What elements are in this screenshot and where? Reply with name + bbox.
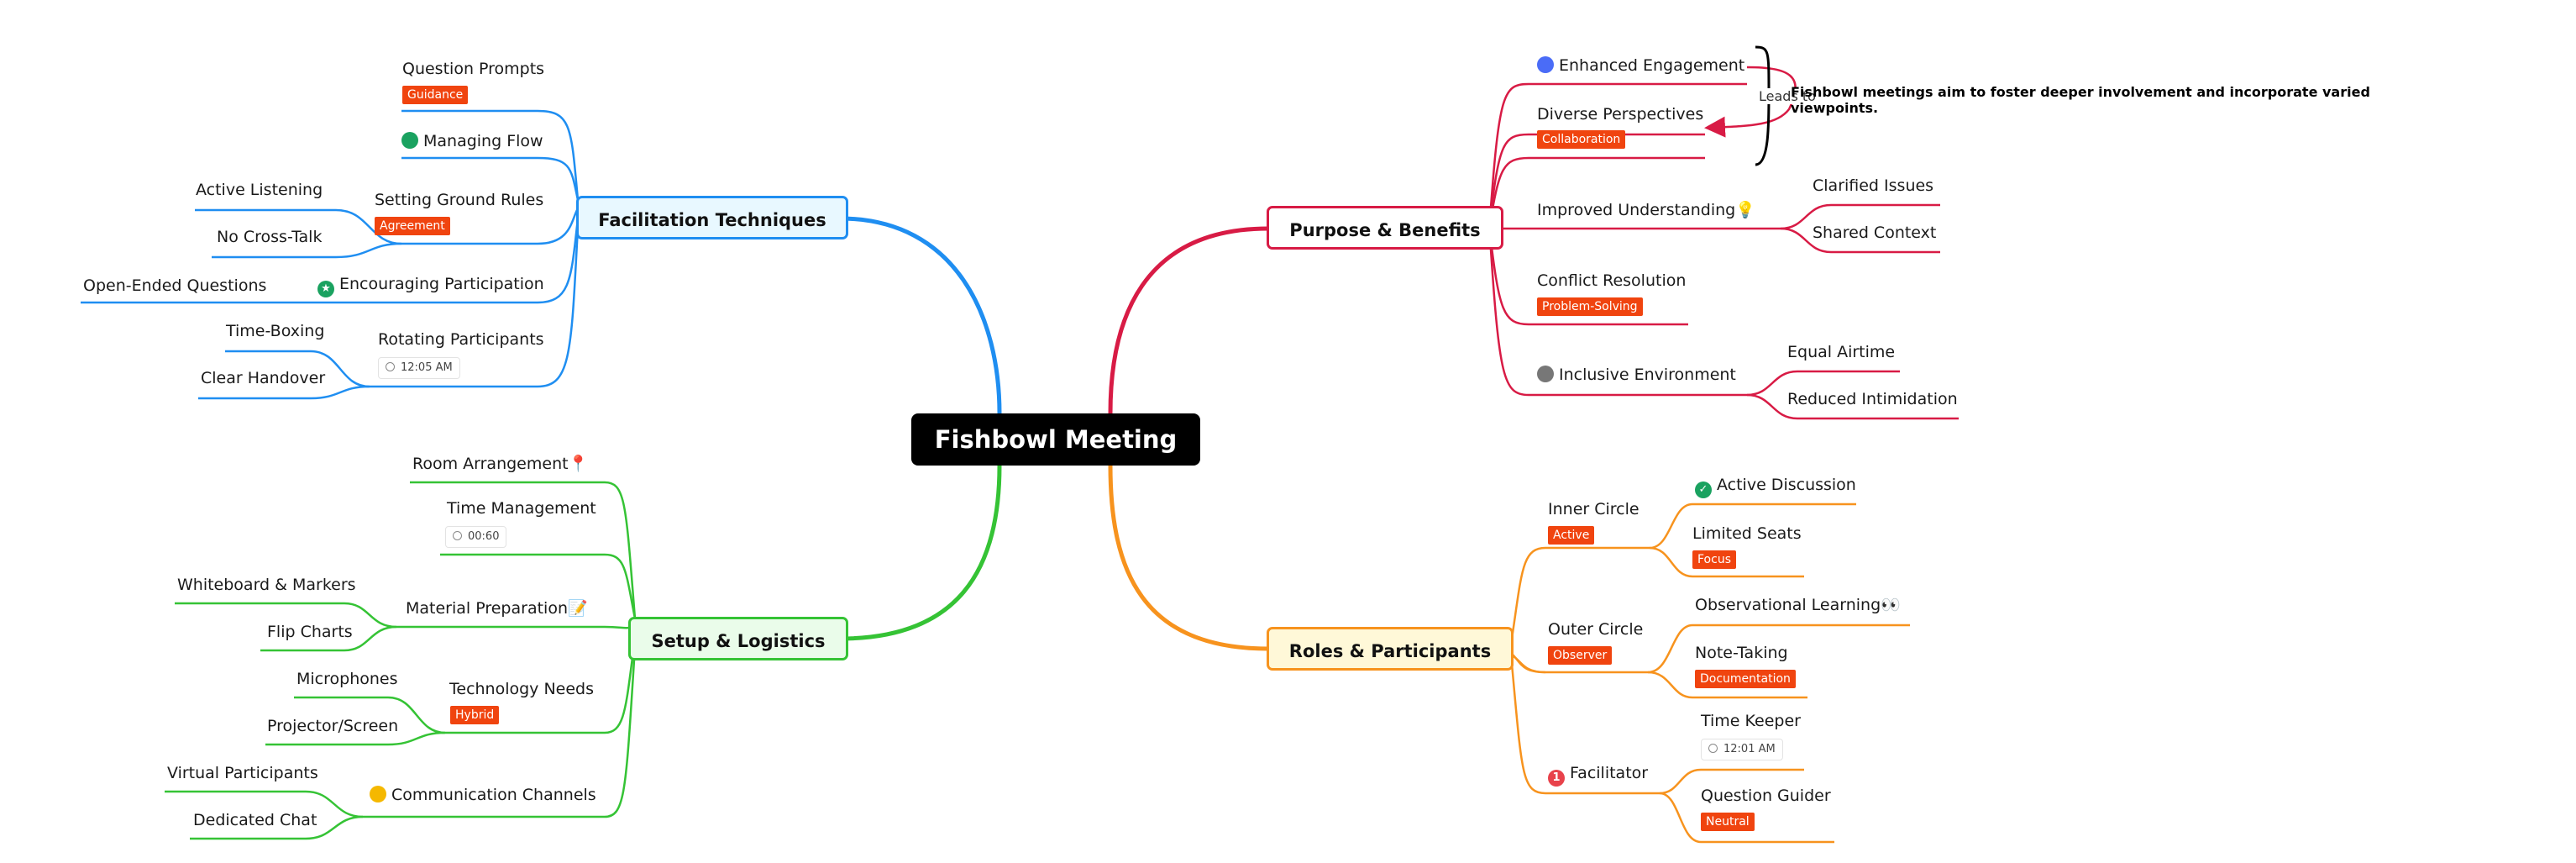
- root-node[interactable]: Fishbowl Meeting: [911, 413, 1200, 466]
- person-icon: [1537, 366, 1554, 382]
- node-diverse-perspectives[interactable]: Diverse Perspectives: [1537, 105, 1704, 124]
- branch-setup-logistics[interactable]: Setup & Logistics: [628, 617, 848, 660]
- node-encouraging-participation-label: Encouraging Participation: [339, 275, 544, 293]
- node-room-arrangement[interactable]: Room Arrangement📍: [412, 455, 589, 473]
- node-encouraging-participation[interactable]: ★ Encouraging Participation: [317, 275, 544, 297]
- node-reduced-intimidation[interactable]: Reduced Intimidation: [1787, 390, 1958, 408]
- tag-agreement: Agreement: [375, 217, 450, 235]
- node-question-prompts[interactable]: Question Prompts: [402, 60, 545, 78]
- node-clear-handover[interactable]: Clear Handover: [201, 369, 326, 387]
- node-facilitator-label: Facilitator: [1570, 764, 1649, 782]
- pie-chart-icon: [401, 132, 418, 149]
- clock-icon: [386, 362, 395, 371]
- node-technology-needs[interactable]: Technology Needs: [449, 680, 595, 698]
- tag-active: Active: [1548, 526, 1595, 545]
- node-communication-channels[interactable]: Communication Channels: [370, 786, 596, 804]
- tag-guidance: Guidance: [402, 86, 469, 104]
- node-no-cross-talk[interactable]: No Cross-Talk: [217, 228, 323, 246]
- node-managing-flow-label: Managing Flow: [423, 132, 543, 150]
- time-value: 12:01 AM: [1723, 743, 1776, 755]
- time-badge-rotating: 12:05 AM: [378, 357, 460, 379]
- node-dedicated-chat[interactable]: Dedicated Chat: [193, 811, 317, 829]
- number-1-icon: 1: [1548, 770, 1565, 787]
- node-communication-channels-label: Communication Channels: [391, 786, 596, 804]
- node-facilitator[interactable]: 1 Facilitator: [1548, 764, 1648, 787]
- branch-roles-participants[interactable]: Roles & Participants: [1267, 627, 1514, 671]
- node-setting-ground-rules[interactable]: Setting Ground Rules: [375, 191, 544, 209]
- person-icon: [370, 786, 386, 802]
- summary-note[interactable]: Fishbowl meetings aim to foster deeper i…: [1791, 84, 2370, 116]
- node-enhanced-engagement[interactable]: Enhanced Engagement: [1537, 56, 1744, 75]
- check-icon: ✓: [1695, 481, 1712, 498]
- node-question-guider[interactable]: Question Guider: [1701, 787, 1831, 805]
- node-projector-screen[interactable]: Projector/Screen: [267, 717, 399, 735]
- branch-facilitation-techniques[interactable]: Facilitation Techniques: [576, 196, 848, 239]
- node-time-boxing[interactable]: Time-Boxing: [226, 322, 325, 340]
- star-icon: ★: [317, 281, 334, 297]
- node-note-taking[interactable]: Note-Taking: [1695, 644, 1788, 662]
- time-badge-time-management: 00:60: [445, 526, 507, 548]
- person-icon: [1537, 56, 1554, 73]
- tag-observer: Observer: [1548, 646, 1613, 665]
- tag-problem-solving: Problem-Solving: [1537, 297, 1643, 316]
- tag-hybrid: Hybrid: [450, 706, 500, 724]
- tag-documentation: Documentation: [1695, 670, 1796, 688]
- tag-focus: Focus: [1692, 550, 1736, 569]
- time-value: 12:05 AM: [401, 361, 453, 374]
- node-observational-learning[interactable]: Observational Learning👀: [1695, 596, 1901, 614]
- tag-collaboration: Collaboration: [1537, 130, 1626, 149]
- node-inner-circle[interactable]: Inner Circle: [1548, 500, 1640, 518]
- node-enhanced-engagement-label: Enhanced Engagement: [1559, 56, 1745, 75]
- node-shared-context[interactable]: Shared Context: [1813, 224, 1937, 242]
- relation-label: Leads to: [1757, 88, 1818, 104]
- node-virtual-participants[interactable]: Virtual Participants: [167, 764, 318, 782]
- node-whiteboard-markers[interactable]: Whiteboard & Markers: [177, 576, 356, 594]
- clock-icon: [1708, 744, 1718, 753]
- node-conflict-resolution[interactable]: Conflict Resolution: [1537, 271, 1687, 290]
- tag-neutral: Neutral: [1701, 813, 1755, 831]
- node-time-management[interactable]: Time Management: [447, 499, 596, 518]
- node-managing-flow[interactable]: Managing Flow: [401, 132, 543, 150]
- node-material-preparation[interactable]: Material Preparation📝: [406, 599, 588, 618]
- node-inclusive-environment-label: Inclusive Environment: [1559, 366, 1736, 384]
- node-limited-seats[interactable]: Limited Seats: [1692, 524, 1802, 543]
- node-equal-airtime[interactable]: Equal Airtime: [1787, 343, 1896, 361]
- node-improved-understanding[interactable]: Improved Understanding💡: [1537, 201, 1755, 219]
- node-active-listening[interactable]: Active Listening: [196, 181, 323, 199]
- node-outer-circle[interactable]: Outer Circle: [1548, 620, 1644, 639]
- node-clarified-issues[interactable]: Clarified Issues: [1813, 176, 1934, 195]
- node-microphones[interactable]: Microphones: [296, 670, 398, 688]
- node-flip-charts[interactable]: Flip Charts: [267, 623, 353, 641]
- node-active-discussion[interactable]: ✓ Active Discussion: [1695, 476, 1856, 498]
- time-badge-time-keeper: 12:01 AM: [1701, 739, 1783, 760]
- branch-purpose-benefits[interactable]: Purpose & Benefits: [1267, 206, 1503, 250]
- clock-icon: [453, 531, 462, 540]
- node-inclusive-environment[interactable]: Inclusive Environment: [1537, 366, 1736, 384]
- node-open-ended-questions[interactable]: Open-Ended Questions: [83, 276, 267, 295]
- node-active-discussion-label: Active Discussion: [1717, 476, 1856, 494]
- time-value: 00:60: [468, 530, 500, 543]
- node-time-keeper[interactable]: Time Keeper: [1701, 712, 1801, 730]
- node-rotating-participants[interactable]: Rotating Participants: [378, 330, 544, 349]
